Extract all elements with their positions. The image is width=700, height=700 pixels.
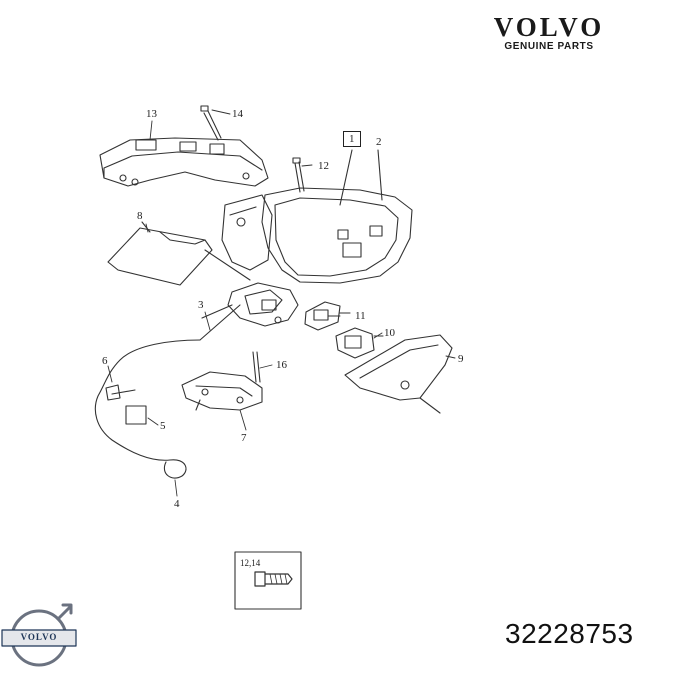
part-7-mount xyxy=(181,371,263,411)
callout-11: 11 xyxy=(355,310,366,322)
callout-10: 10 xyxy=(384,327,395,339)
callout-6: 6 xyxy=(102,355,108,367)
callout-5: 5 xyxy=(160,420,166,432)
part-3-motor xyxy=(201,282,299,327)
callout-12: 12 xyxy=(318,160,329,172)
part-11-switch xyxy=(304,301,351,331)
part-number: 32228753 xyxy=(505,618,634,649)
callout-13: 13 xyxy=(146,108,157,120)
part-16-bolt xyxy=(252,351,261,383)
badge-text: VOLVO xyxy=(20,632,58,642)
part-9-lower-cover xyxy=(344,334,453,414)
volvo-badge-logo xyxy=(1,603,77,667)
part-4-5-6-harness xyxy=(94,304,241,479)
leader-lines xyxy=(107,109,456,497)
callout-14: 14 xyxy=(232,108,243,120)
part-13-bracket xyxy=(99,137,269,187)
callout-7: 7 xyxy=(241,432,247,444)
brand-subtitle: GENUINE PARTS xyxy=(504,41,594,52)
part-12-bolt xyxy=(292,157,305,193)
part-10-actuator xyxy=(335,327,384,359)
brand-header: VOLVO GENUINE PARTS xyxy=(482,12,616,52)
callout-16: 16 xyxy=(276,359,287,371)
callout-1: 1 xyxy=(343,131,361,147)
inset-label: 12,14 xyxy=(240,558,261,568)
callout-9: 9 xyxy=(458,353,464,365)
callout-3: 3 xyxy=(198,299,204,311)
part-8-cover xyxy=(107,221,251,286)
brand-name: VOLVO xyxy=(493,12,605,42)
part-14-bolt xyxy=(200,105,222,141)
callout-2: 2 xyxy=(376,136,382,148)
screw-icon xyxy=(254,571,293,587)
callout-8: 8 xyxy=(137,210,143,222)
callout-4: 4 xyxy=(174,498,180,510)
inset-box xyxy=(234,551,302,610)
part-1-2-mirror-housing xyxy=(221,149,413,284)
